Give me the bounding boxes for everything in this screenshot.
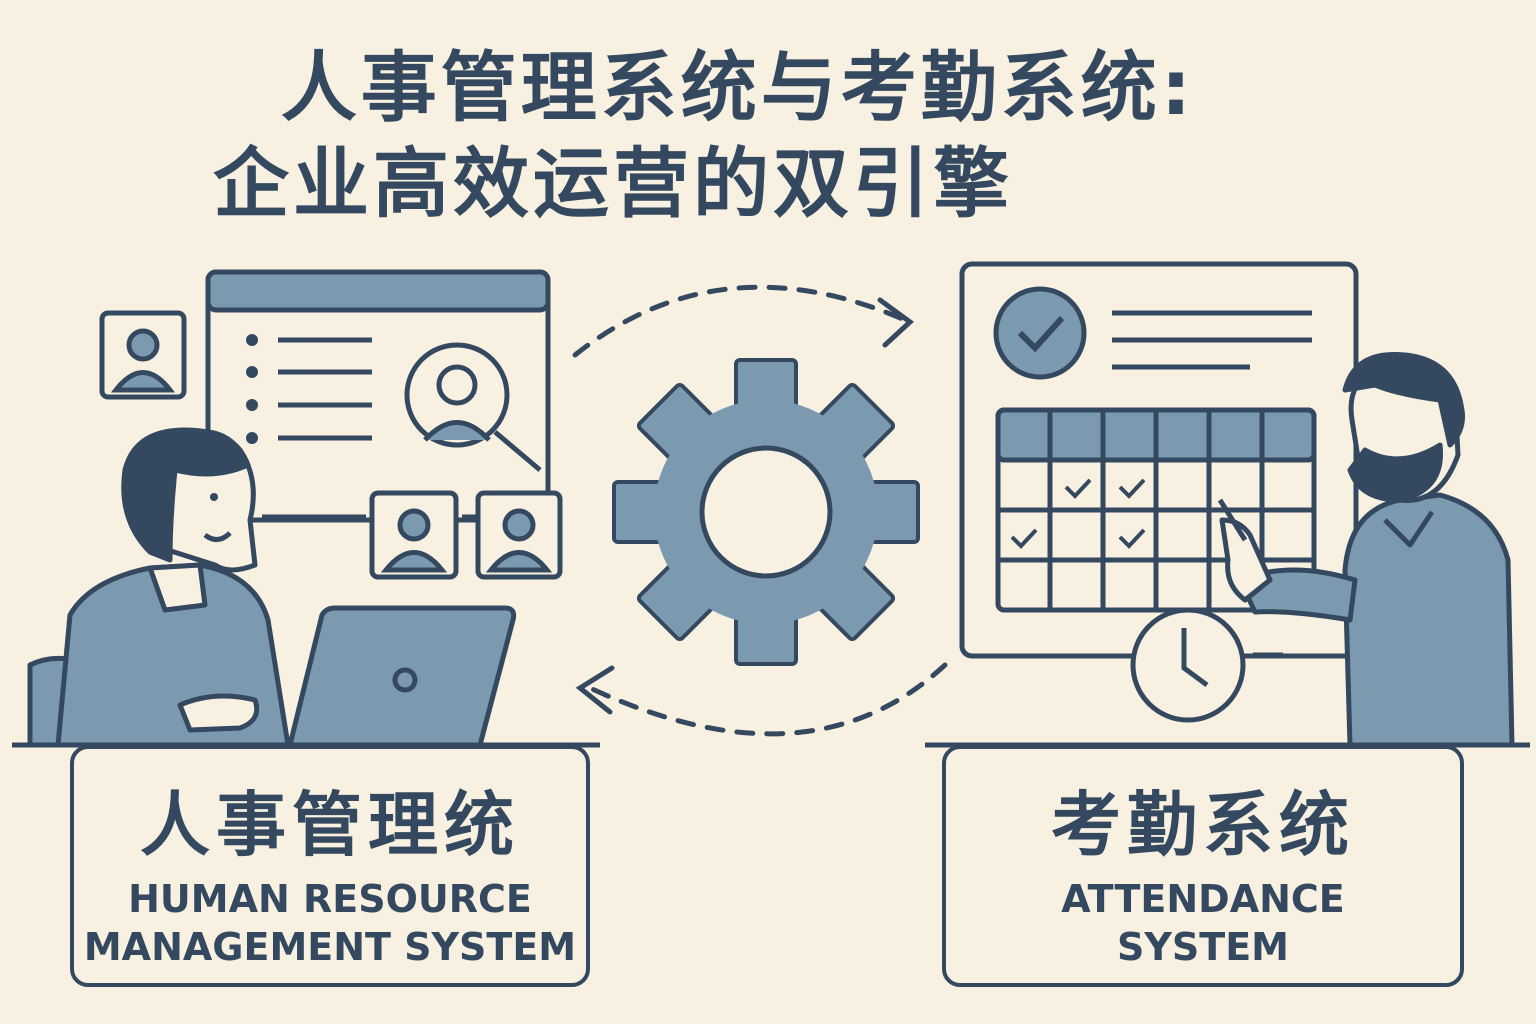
attendance-system-label-en-line2: SYSTEM: [1117, 925, 1289, 969]
title-line-1: 人事管理系统与考勤系统:: [280, 43, 1196, 132]
attendance-person: [1217, 351, 1515, 748]
hr-system-label-box: 人事管理统 HUMAN RESOURCE MANAGEMENT SYSTEM: [70, 745, 590, 987]
swap-arrows-icon: [572, 284, 948, 737]
title-line-2: 企业高效运营的双引擎: [213, 139, 1013, 228]
gear-icon: [612, 358, 920, 666]
hr-system-label-en-line1: HUMAN RESOURCE: [128, 877, 532, 921]
attendance-system-label-box: 考勤系统 ATTENDANCE SYSTEM: [942, 745, 1464, 987]
user-avatar-icon: [99, 310, 563, 580]
profile-window-icon: [205, 269, 551, 523]
hr-system-label-en-line2: MANAGEMENT SYSTEM: [83, 925, 577, 969]
attendance-system-label-en-line1: ATTENDANCE: [1061, 877, 1345, 921]
hr-person: [27, 427, 291, 748]
attendance-system-label-zh: 考勤系统: [1051, 784, 1355, 866]
magnifier-user-icon: [404, 342, 542, 472]
check-circle-icon: [993, 286, 1087, 380]
laptop-icon: [286, 605, 517, 748]
calendar-icon: [995, 407, 1317, 613]
hr-system-label-zh: 人事管理统: [140, 784, 520, 866]
page-title: 人事管理系统与考勤系统: 企业高效运营的双引擎: [0, 40, 1536, 232]
clock-icon: [1130, 607, 1283, 723]
